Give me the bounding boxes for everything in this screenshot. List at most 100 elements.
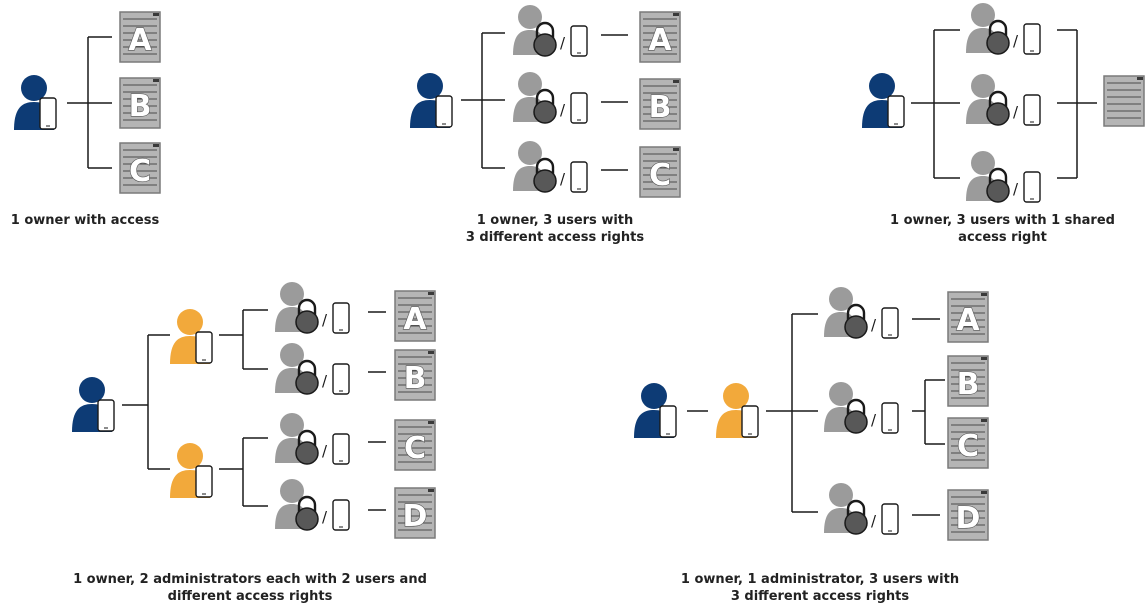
smartphone-icon (332, 302, 350, 334)
separator-slash: / (871, 512, 877, 530)
smartphone-icon (570, 92, 588, 124)
caption-two-administrators: 1 owner, 2 administrators each with 2 us… (73, 572, 427, 604)
user-person-icon: / (966, 74, 1041, 126)
connector-lines (67, 29, 1097, 516)
locker-cabinet-icon: D (394, 487, 436, 539)
user-person-icon: / (275, 282, 350, 334)
locker-letter: B (404, 361, 427, 396)
smartphone-icon (195, 331, 213, 364)
locker-cabinet-icon: A (947, 291, 989, 343)
locker-cabinet-icon: A (394, 290, 436, 342)
locker-cabinet-icon: B (394, 349, 436, 401)
locker-cabinet-icon: C (119, 142, 161, 194)
separator-slash: / (322, 372, 328, 390)
smartphone-icon (332, 433, 350, 465)
caption-owner-three-users: 1 owner, 3 users with 3 different access… (465, 213, 645, 245)
padlock-icon (986, 19, 1010, 55)
user-person-icon: / (824, 287, 899, 339)
administrator-person-icon (716, 383, 759, 438)
user-person-icon: / (513, 141, 588, 193)
smartphone-icon (332, 499, 350, 531)
padlock-icon (295, 429, 319, 465)
locker-cabinet-icon: A (639, 11, 681, 63)
locker-letter: A (128, 23, 152, 58)
caption-owner-with-access: 1 owner with access (10, 213, 160, 228)
owner-person-icon (410, 73, 453, 128)
locker-letter: C (129, 154, 151, 189)
owner-person-icon (634, 383, 677, 438)
user-person-icon: / (275, 413, 350, 465)
locker-letter: C (649, 158, 671, 193)
separator-slash: / (1013, 180, 1019, 198)
owner-person-icon (862, 73, 905, 128)
separator-slash: / (560, 101, 566, 119)
padlock-icon (986, 90, 1010, 126)
owner-person-icon (14, 75, 57, 130)
separator-slash: / (560, 170, 566, 188)
smartphone-icon (570, 25, 588, 57)
locker-letter: D (956, 501, 981, 536)
smartphone-icon (195, 465, 213, 498)
padlock-icon (986, 167, 1010, 203)
smartphone-icon (881, 402, 899, 434)
separator-slash: / (1013, 103, 1019, 121)
locker-cabinet-icon (1103, 75, 1145, 127)
caption-one-administrator: 1 owner, 1 administrator, 3 users with 3… (680, 572, 960, 604)
user-person-icon: / (824, 483, 899, 535)
locker-letter: A (648, 23, 672, 58)
locker-cabinet-icon: C (947, 417, 989, 469)
administrator-person-icon (170, 309, 213, 364)
user-person-icon: / (966, 3, 1041, 55)
user-person-icon: / (513, 72, 588, 124)
locker-letter: B (649, 90, 672, 125)
smartphone-icon (97, 399, 115, 432)
padlock-icon (295, 298, 319, 334)
padlock-icon (295, 495, 319, 531)
padlock-icon (533, 21, 557, 57)
locker-letter: A (956, 303, 980, 338)
padlock-icon (533, 157, 557, 193)
smartphone-icon (570, 161, 588, 193)
smartphone-icon (435, 95, 453, 128)
locker-cabinet-icon: A (119, 11, 161, 63)
smartphone-icon (1023, 94, 1041, 126)
locker-cabinet-icon: B (119, 77, 161, 129)
padlock-icon (844, 398, 868, 434)
smartphone-icon (659, 405, 677, 438)
padlock-icon (295, 359, 319, 395)
separator-slash: / (322, 311, 328, 329)
locker-letter: C (404, 431, 426, 466)
separator-slash: / (322, 508, 328, 526)
padlock-icon (533, 88, 557, 124)
separator-slash: / (1013, 32, 1019, 50)
user-person-icon: / (966, 151, 1041, 203)
separator-slash: / (871, 316, 877, 334)
owner-person-icon (72, 377, 115, 432)
smartphone-icon (332, 363, 350, 395)
locker-letter: B (129, 89, 152, 124)
locker-cabinet-icon: B (947, 355, 989, 407)
caption-owner-shared-right: 1 owner, 3 users with 1 shared access ri… (890, 213, 1115, 245)
smartphone-icon (1023, 171, 1041, 203)
user-person-icon: / (275, 479, 350, 531)
smartphone-icon (1023, 23, 1041, 55)
smartphone-icon (881, 503, 899, 535)
user-person-icon: / (824, 382, 899, 434)
locker-cabinet-icon: C (394, 419, 436, 471)
separator-slash: / (871, 411, 877, 429)
locker-letter: D (403, 499, 428, 534)
locker-cabinet-icon: D (947, 489, 989, 541)
locker-letter: C (957, 429, 979, 464)
user-person-icon: / (275, 343, 350, 395)
padlock-icon (844, 499, 868, 535)
locker-cabinet-icon: B (639, 78, 681, 130)
user-person-icon: / (513, 5, 588, 57)
smartphone-icon (39, 97, 57, 130)
separator-slash: / (322, 442, 328, 460)
locker-cabinet-icon: C (639, 146, 681, 198)
separator-slash: / (560, 34, 566, 52)
smartphone-icon (741, 405, 759, 438)
locker-letter: A (403, 302, 427, 337)
